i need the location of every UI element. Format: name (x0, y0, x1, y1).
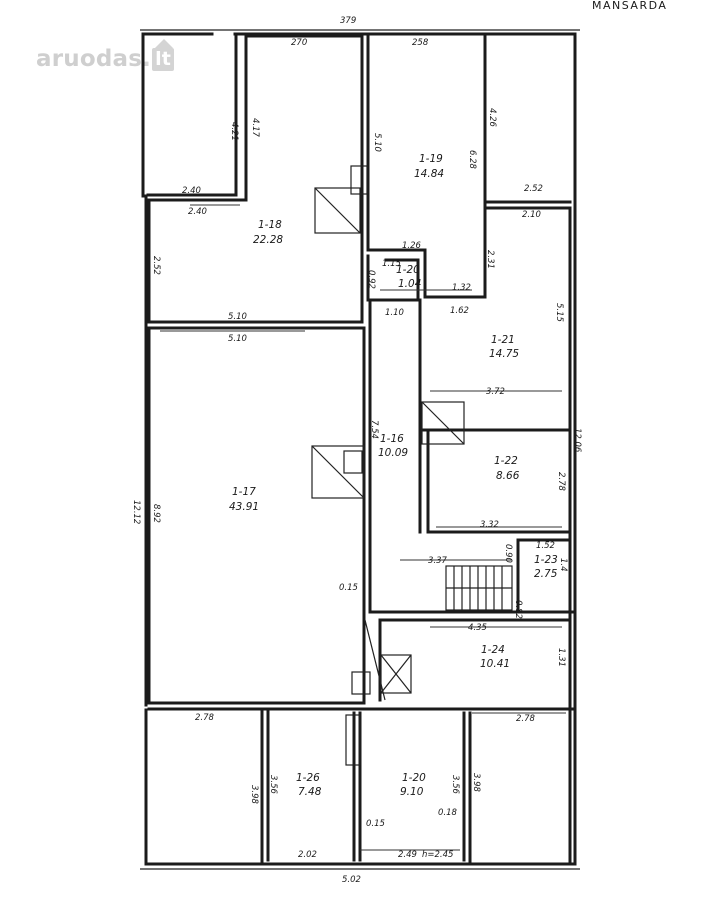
dimension-label: 7.54 (369, 420, 379, 439)
watermark-brand: aruodas (36, 46, 143, 72)
dimension-label: 270 (291, 38, 307, 48)
dimension-label: 5.10 (228, 312, 247, 322)
room-code: 1-24 (481, 644, 505, 656)
watermark-tld: lt (152, 38, 175, 71)
room-area: 7.48 (298, 786, 322, 798)
dimension-label: 2.40 (182, 186, 201, 196)
room-area: 10.09 (378, 447, 408, 459)
dimension-label: 3.56 (450, 775, 460, 795)
dimension-label: 3.32 (480, 520, 499, 530)
dimension-label: 4.26 (487, 108, 497, 128)
room-code: 1-19 (419, 153, 443, 165)
dimension-label: 8.92 (151, 504, 161, 523)
dimension-label: 3.98 (471, 773, 481, 793)
watermark-separator: . (142, 46, 152, 72)
dimension-label: 4.35 (468, 623, 487, 633)
dimension-label: 3.37 (428, 556, 448, 566)
dimension-label: 379 (340, 16, 356, 26)
dimension-label: 1.52 (536, 541, 555, 551)
room-area: 8.66 (496, 470, 520, 482)
room-code: 1-20 (396, 264, 420, 276)
dimension-label: 0.18 (438, 808, 458, 818)
dimension-label: 2.78 (516, 714, 536, 724)
dimension-label: 1.32 (452, 283, 471, 293)
dimension-label: 5.15 (554, 303, 564, 322)
room-code: 1-16 (380, 433, 404, 445)
dimension-labels: 379 270 258 4.21 4.17 5.10 6.28 4.26 2.4… (131, 16, 582, 885)
dimension-label: 2.78 (195, 713, 215, 723)
room-labels: 1-18 22.28 1-19 14.84 1-20 1.04 1-21 14.… (229, 153, 558, 798)
dimension-label: 3.98 (249, 785, 259, 805)
dimension-label: 6.28 (467, 150, 477, 170)
dimension-label: 0.82 (513, 600, 523, 619)
dimension-label: 12.06 (572, 428, 582, 453)
room-code: 1-17 (232, 486, 256, 498)
dimension-label: 0.90 (503, 544, 513, 563)
dimension-label: 2.52 (524, 184, 543, 194)
dimension-label: 4.17 (250, 118, 260, 138)
room-area: 10.41 (480, 658, 510, 670)
dimension-label: 2.52 (151, 256, 161, 275)
dimension-label: 3.72 (486, 387, 505, 397)
room-area: 22.28 (253, 234, 283, 246)
dimension-label: 2.02 (298, 850, 317, 860)
room-area: 2.75 (534, 568, 558, 580)
dimension-label: 1.31 (556, 648, 566, 667)
dimension-label: 12.12 (131, 500, 141, 524)
dimension-lines (160, 204, 566, 851)
dimension-label: 5.02 (342, 875, 361, 885)
dimension-label: 4.21 (229, 122, 239, 141)
dimension-label: 1.4 (558, 558, 568, 572)
interior-walls (146, 34, 577, 866)
dimension-label: 5.10 (372, 133, 382, 152)
dimension-label: h=2.45 (422, 850, 453, 860)
room-code: 1-18 (258, 219, 282, 231)
dimension-label: 2.10 (522, 210, 541, 220)
room-area: 1.04 (398, 278, 421, 290)
dimension-label: 1.10 (385, 308, 404, 318)
room-area: 14.75 (489, 348, 519, 360)
dimension-label: 2.31 (485, 250, 495, 269)
dimension-label: 1.15 (382, 259, 401, 269)
room-code: 1-23 (534, 554, 558, 566)
dimension-label: 0.92 (366, 270, 376, 289)
stairs (445, 565, 513, 611)
room-area: 43.91 (229, 501, 259, 513)
room-code: 1-26 (296, 772, 320, 784)
floor-title: MANSARDA (592, 0, 667, 12)
dimension-label: 2.49 (398, 850, 417, 860)
room-code: 1-22 (494, 455, 518, 467)
chimneys (311, 165, 465, 766)
aruodas-watermark-logo: aruodas . lt (36, 38, 175, 72)
dimension-label: 5.10 (228, 334, 247, 344)
room-area: 9.10 (400, 786, 424, 798)
room-code: 1-20 (402, 772, 426, 784)
room-code: 1-21 (491, 334, 515, 346)
dimension-label: 1.26 (402, 241, 422, 251)
dimension-label: 3.56 (268, 775, 278, 795)
dimension-label: 2.78 (556, 472, 566, 492)
room-area: 14.84 (414, 168, 444, 180)
dimension-label: 0.15 (366, 819, 385, 829)
dimension-label: 1.62 (450, 306, 469, 316)
dimension-label: 258 (412, 38, 429, 48)
dimension-label: 2.40 (188, 207, 207, 217)
dimension-label: 0.15 (339, 583, 358, 593)
outer-walls (140, 29, 580, 870)
